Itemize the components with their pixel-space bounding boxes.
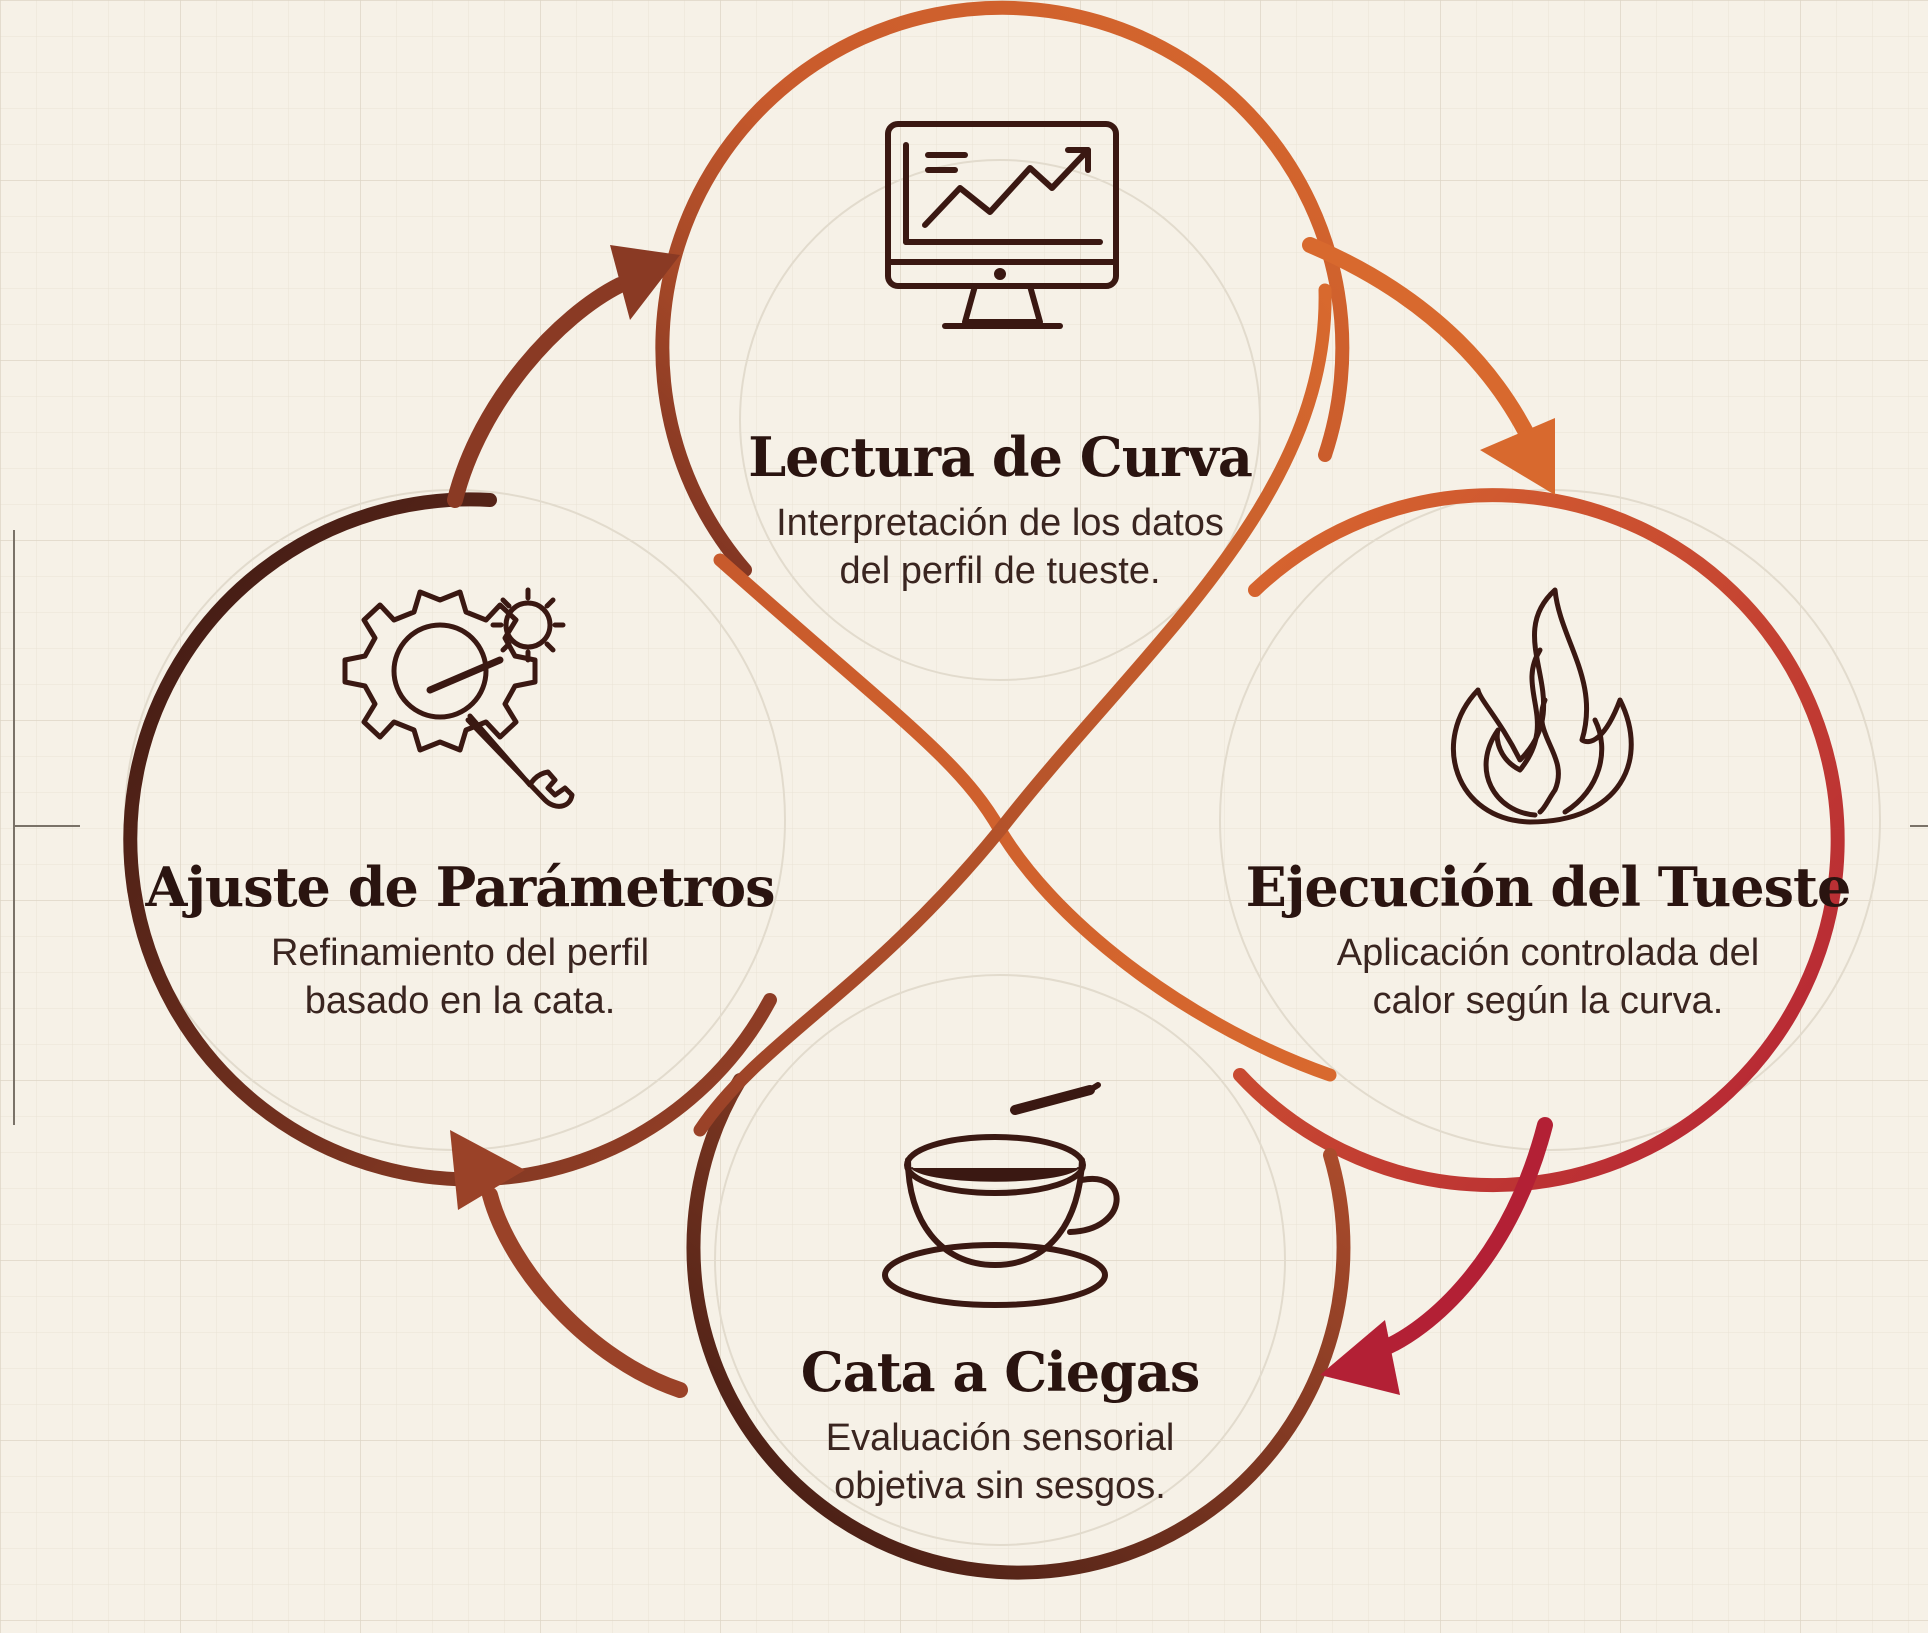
arrow-to-cata-a-ciegas bbox=[1320, 1117, 1553, 1395]
node-lectura-de-curva: Lectura de Curva Interpretación de los d… bbox=[748, 425, 1253, 595]
node-description: Aplicación controlada del calor según la… bbox=[1246, 929, 1851, 1025]
node-description-line: objetiva sin sesgos. bbox=[834, 1465, 1166, 1507]
node-description: Interpretación de los datos del perfil d… bbox=[748, 499, 1252, 595]
monitor-chart-icon bbox=[885, 121, 1119, 329]
node-title: Lectura de Curva bbox=[748, 425, 1253, 489]
arrow-to-ejecucion-del-tueste bbox=[1302, 237, 1555, 495]
ring-ejecucion-del-tueste bbox=[1233, 488, 1845, 1193]
node-ejecucion-del-tueste: Ejecución del Tueste Aplicación controla… bbox=[1245, 855, 1852, 1025]
node-cata-a-ciegas: Cata a Ciegas Evaluación sensorial objet… bbox=[801, 1340, 1200, 1510]
arrow-to-ajuste-de-parametros bbox=[450, 1130, 688, 1398]
node-description-line: Aplicación controlada del bbox=[1336, 932, 1760, 974]
coffee-cup-icon bbox=[882, 1082, 1120, 1308]
gear-wrench-icon bbox=[342, 587, 575, 809]
node-title: Cata a Ciegas bbox=[800, 1340, 1200, 1404]
node-ajuste-de-parametros: Ajuste de Parámetros Refinamiento del pe… bbox=[145, 855, 775, 1025]
node-description-line: Refinamiento del perfil bbox=[270, 932, 650, 974]
flame-icon bbox=[1451, 587, 1634, 825]
ring-ajuste-de-parametros bbox=[123, 492, 777, 1187]
arrow-to-lectura-de-curva bbox=[447, 245, 680, 508]
ring-lectura-de-curva bbox=[655, 0, 1350, 577]
node-description: Evaluación sensorial objetiva sin sesgos… bbox=[801, 1414, 1200, 1510]
ring-cata-a-ciegas bbox=[686, 1073, 1351, 1580]
node-title: Ejecución del Tueste bbox=[1245, 855, 1852, 919]
node-description-line: Interpretación de los datos bbox=[776, 502, 1224, 544]
crossing-curve-ascending bbox=[693, 283, 1332, 1137]
node-description-line: calor según la curva. bbox=[1372, 980, 1724, 1022]
node-description-line: Evaluación sensorial bbox=[825, 1417, 1175, 1459]
node-title: Ajuste de Parámetros bbox=[145, 855, 775, 919]
node-description: Refinamiento del perfil basado en la cat… bbox=[145, 929, 774, 1025]
node-description-line: del perfil de tueste. bbox=[839, 550, 1161, 592]
edge-marks bbox=[13, 530, 1928, 1125]
node-description-line: basado en la cata. bbox=[304, 980, 616, 1022]
